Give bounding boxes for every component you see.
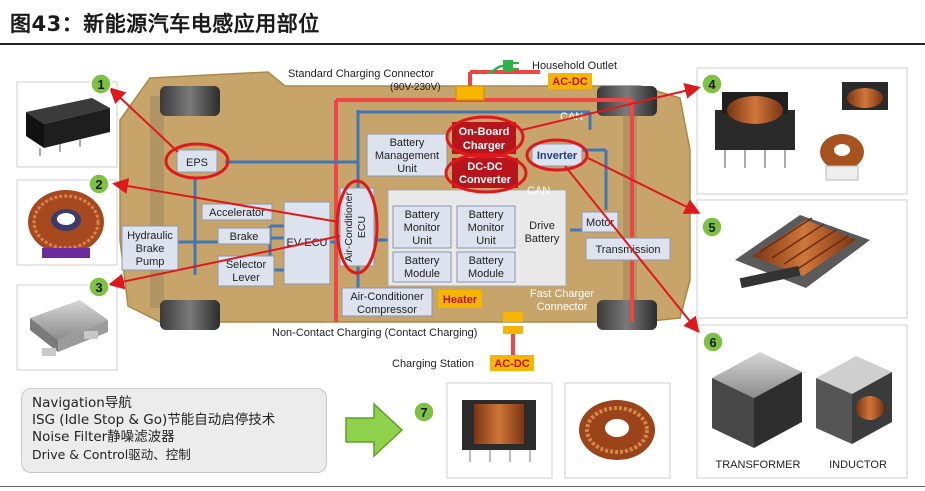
- svg-text:Accelerator: Accelerator: [209, 207, 265, 219]
- svg-text:2: 2: [95, 177, 102, 192]
- top-labels: Standard Charging Connector (90V-230V) H…: [288, 60, 617, 197]
- svg-text:6: 6: [709, 335, 716, 350]
- inductor-label: INDUCTOR: [829, 459, 887, 471]
- photo-7-navigation-inductors: [462, 400, 655, 462]
- transformer-label: TRANSFORMER: [716, 459, 801, 471]
- svg-text:AC-DC: AC-DC: [552, 76, 587, 88]
- application-legend: Navigation导航 ISG (Idle Stop & Go)节能自动启停技…: [21, 388, 327, 473]
- block-eps: EPS: [176, 149, 218, 173]
- block-transmission: Transmission: [585, 237, 671, 261]
- block-accelerator: Accelerator: [201, 203, 273, 221]
- svg-text:Air-ConditionerECU: Air-ConditionerECU: [343, 191, 368, 262]
- badge-6: [702, 331, 724, 353]
- badge-1: [90, 73, 112, 95]
- svg-text:Transmission: Transmission: [596, 244, 661, 256]
- figure-title: 图43：新能源汽车电感应用部位: [10, 12, 320, 36]
- svg-text:CAN: CAN: [527, 185, 550, 197]
- badge-5: [701, 216, 723, 238]
- charging-connectors: [455, 70, 540, 356]
- photo-1-dc-module: [26, 98, 110, 156]
- svg-text:Inverter: Inverter: [537, 150, 578, 162]
- svg-text:Standard Charging Connector: Standard Charging Connector: [288, 68, 434, 80]
- title-divider: [0, 43, 925, 45]
- svg-text:Charging Station: Charging Station: [392, 358, 474, 370]
- block-heater: Heater: [438, 290, 482, 308]
- svg-text:(90V-230V): (90V-230V): [390, 82, 441, 93]
- svg-text:Household Outlet: Household Outlet: [532, 60, 617, 72]
- svg-text:AC-DC: AC-DC: [494, 358, 529, 370]
- badge-2: [88, 173, 110, 195]
- block-brake: Brake: [217, 227, 271, 245]
- block-inverter: Inverter: [531, 143, 583, 167]
- photo-2-toroid-choke: [28, 190, 104, 258]
- badge-7: [413, 401, 435, 423]
- svg-text:Heater: Heater: [443, 294, 478, 306]
- green-arrow-icon: [345, 402, 404, 458]
- svg-text:4: 4: [708, 77, 716, 92]
- photo-5-power-choke: [735, 215, 870, 289]
- legend-isg: ISG (Idle Stop & Go)节能自动启停技术: [32, 412, 276, 428]
- bottom-labels: Non-Contact Charging (Contact Charging) …: [272, 327, 534, 371]
- svg-text:7: 7: [420, 405, 427, 420]
- bottom-divider: [0, 486, 925, 487]
- svg-text:3: 3: [95, 280, 102, 295]
- legend-noise-filter: Noise Filter静噪滤波器: [32, 429, 175, 445]
- badge-4: [701, 73, 723, 95]
- badge-3: [88, 276, 110, 298]
- legend-navigation: Navigation导航: [32, 395, 132, 411]
- block-motor: Motor: [581, 211, 619, 233]
- callout-arrows: [108, 83, 701, 334]
- svg-text:Brake: Brake: [230, 231, 259, 243]
- svg-text:5: 5: [708, 220, 715, 235]
- eps-label: EPS: [186, 157, 208, 169]
- highlight-ellipses: [164, 115, 589, 275]
- legend-drive-control: Drive & Control驱动、控制: [32, 447, 191, 462]
- svg-text:Non-Contact Charging (Contact: Non-Contact Charging (Contact Charging): [272, 327, 477, 339]
- household-plug-icon: [487, 60, 519, 75]
- number-badges: 1 2 3 4 5 6 7: [88, 73, 724, 423]
- photo-6-transformer-inductor: [712, 352, 892, 448]
- photo-3-smd-inductor: [30, 300, 108, 356]
- svg-text:1: 1: [97, 77, 104, 92]
- block-ac-ecu: Air-ConditionerECU: [339, 187, 375, 267]
- photo-4-transformers: [715, 82, 888, 181]
